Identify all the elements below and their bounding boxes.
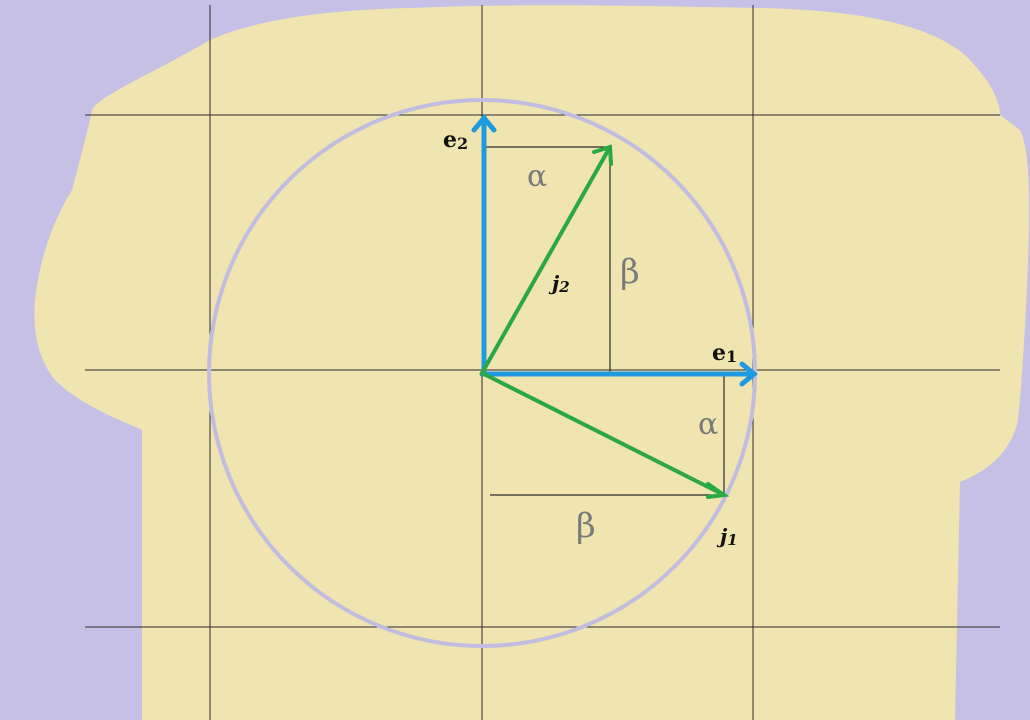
label-e1: e1 [712,340,737,366]
label-alpha-top: α [527,159,547,194]
arrowhead-j1-icon [706,482,730,499]
basis-vectors [471,114,758,387]
arrowhead-e2-icon [471,114,497,133]
arrowhead-e1-icon [739,361,758,387]
arrowhead-j2-icon [592,144,613,166]
projection-lines [482,146,725,496]
vector-j2 [480,145,612,375]
label-beta-bottom: β [576,506,596,546]
label-e2: e2 [443,127,468,153]
rotated-vectors [480,144,730,499]
label-beta-right: β [620,252,640,292]
paper-region [34,5,1030,720]
vector-j1 [480,371,726,497]
label-alpha-right: α [698,407,718,442]
